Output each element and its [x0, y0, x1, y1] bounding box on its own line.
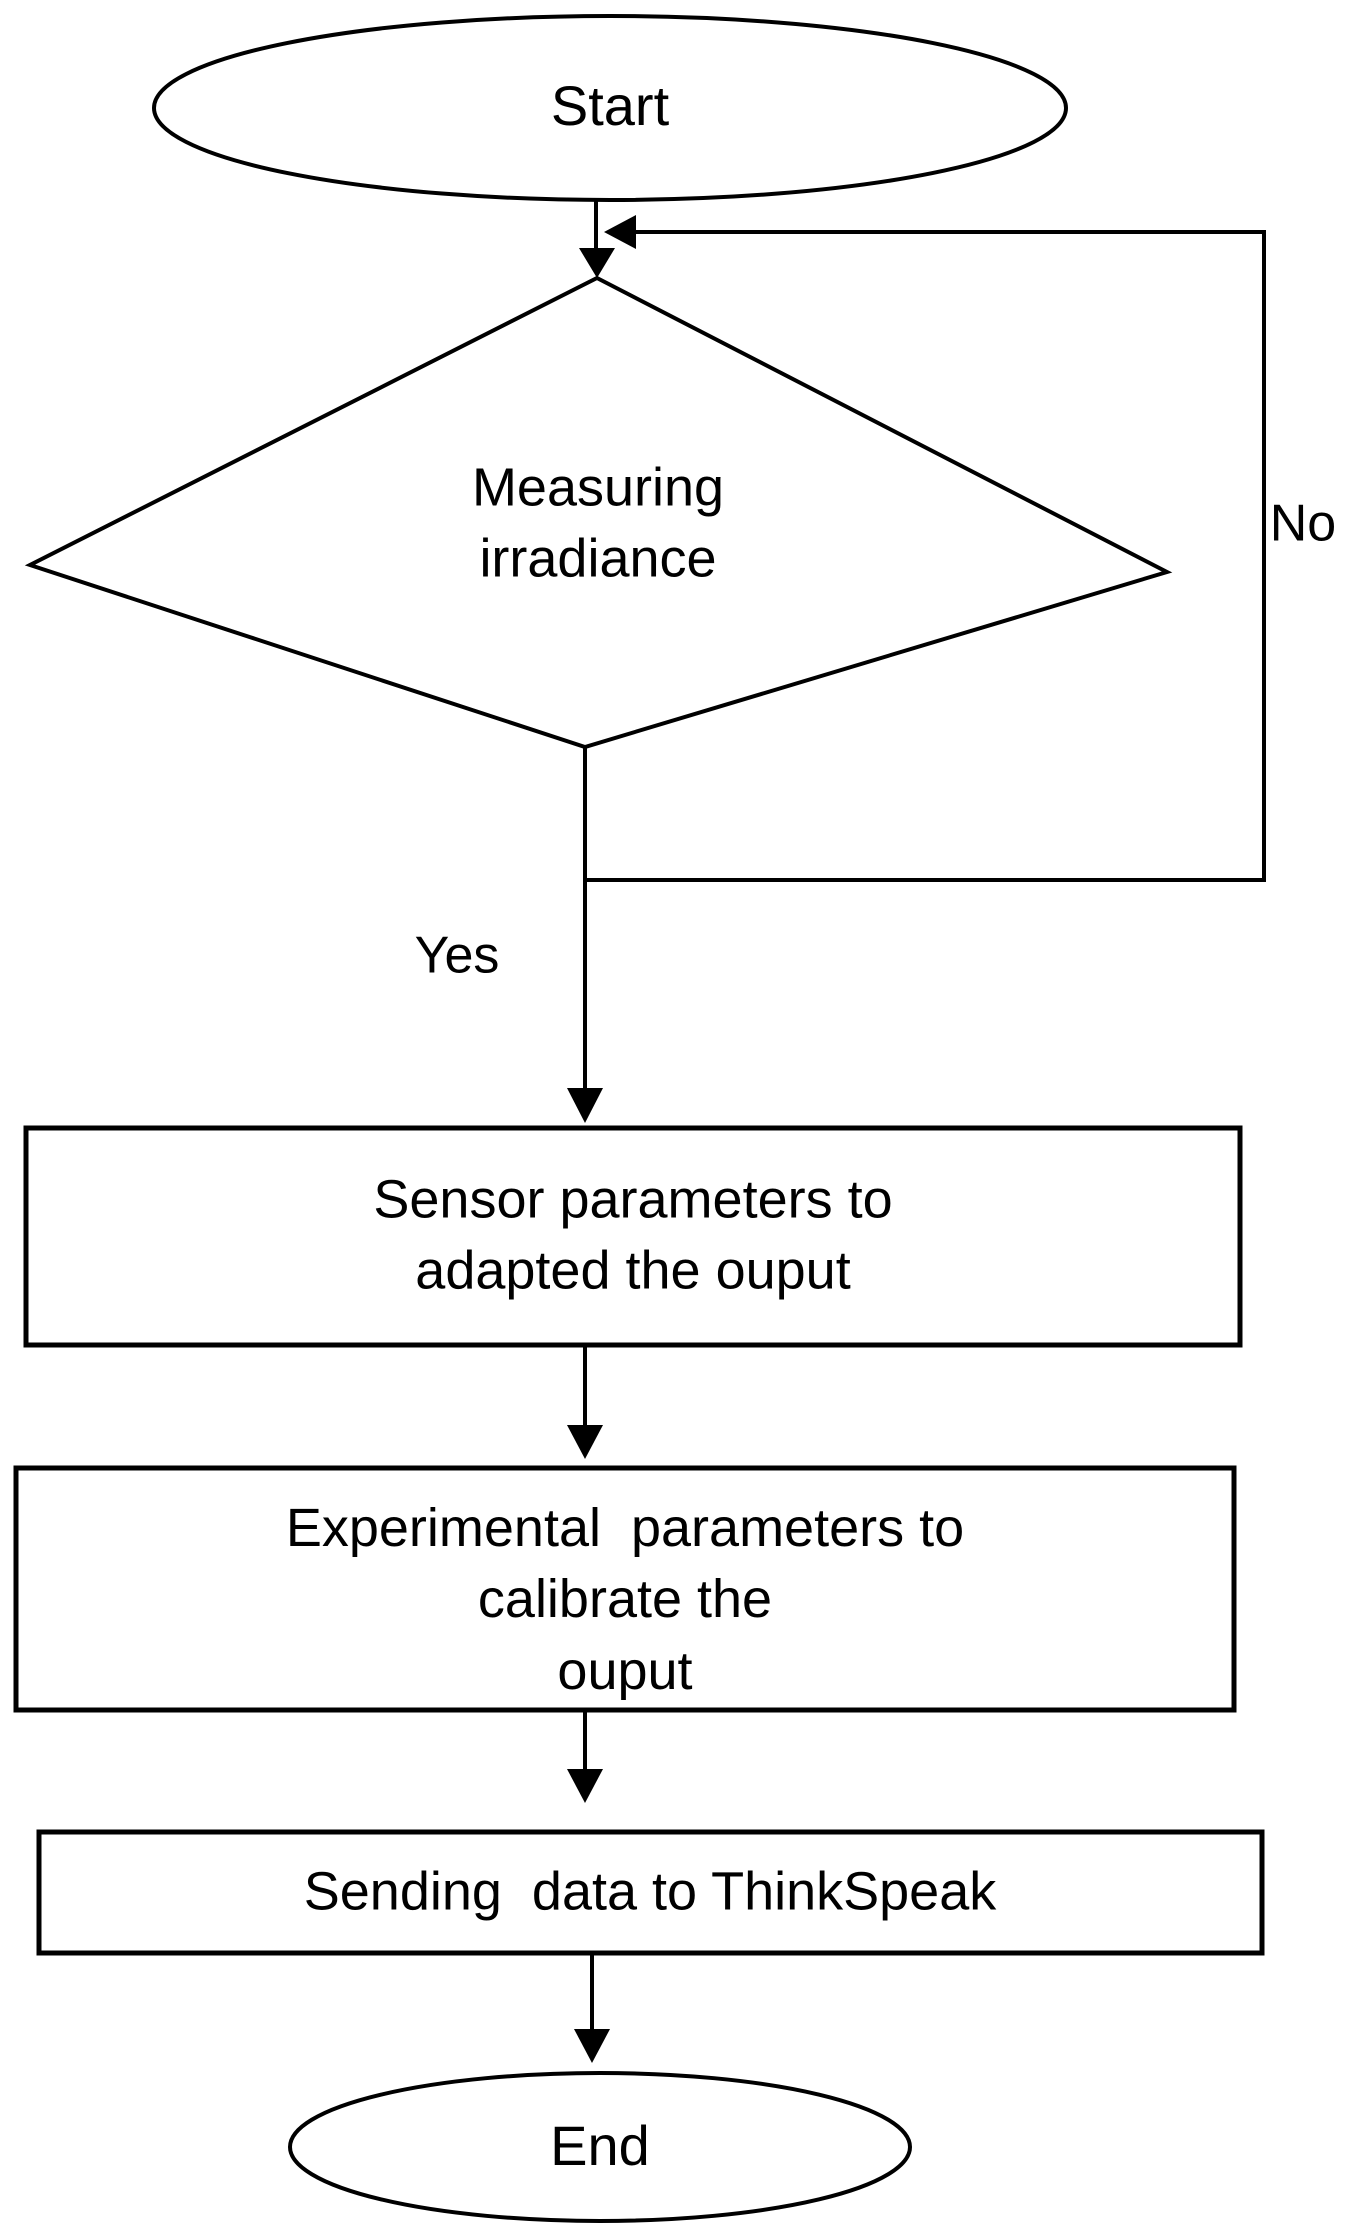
process1-label: Sensor parameters to adapted the ouput: [373, 1169, 908, 1301]
arrowhead-no-return: [604, 215, 636, 249]
end-label: End: [550, 2114, 650, 2178]
decision-label: Measuring irradiance: [471, 457, 725, 589]
start-label: Start: [550, 74, 670, 138]
process2-label: Experimental parameters to calibrate the…: [285, 1498, 965, 1701]
arrowhead-into-process2: [567, 1425, 603, 1459]
start-terminator-shape: [152, 14, 1068, 202]
arrowhead-into-decision: [579, 248, 615, 278]
process2-box-shape: [13, 1465, 1237, 1713]
arrowhead-into-end: [574, 2029, 610, 2063]
no-edge-label: No: [1269, 494, 1337, 553]
process1-box-shape: [23, 1125, 1243, 1348]
process3-label: Sending data to ThinkSpeak: [303, 1861, 997, 1922]
arrowhead-into-process3: [567, 1769, 603, 1803]
yes-edge-label: Yes: [414, 926, 500, 985]
end-terminator-shape: [288, 2071, 912, 2223]
arrowhead-into-process1: [567, 1088, 603, 1123]
process3-box-shape: [36, 1829, 1265, 1956]
